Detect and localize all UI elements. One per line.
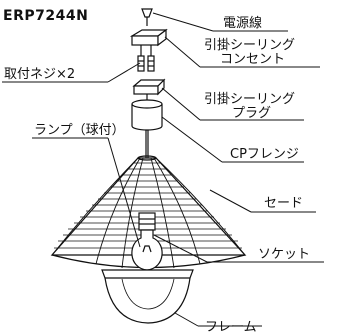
label-socket: ソケット bbox=[258, 247, 310, 262]
cp-flange-drawing bbox=[131, 99, 163, 131]
label-ceiling-outlet-line2: コンセント bbox=[220, 52, 285, 67]
frame-drawing bbox=[101, 269, 194, 324]
ceiling-outlet-drawing bbox=[129, 28, 168, 47]
label-ceiling-plug-line2: プラグ bbox=[232, 106, 271, 121]
model-number: ERP7244N bbox=[3, 8, 88, 24]
label-shade: セード bbox=[264, 196, 303, 211]
label-ceiling-plug-line1: 引掛シーリング bbox=[204, 92, 295, 107]
ceiling-plug-drawing bbox=[132, 78, 166, 100]
label-lamp: ランプ（球付） bbox=[34, 123, 125, 138]
label-power-cord: 電源線 bbox=[223, 15, 262, 31]
power-cord-drawing bbox=[141, 8, 153, 26]
mounting-screws-drawing bbox=[137, 45, 155, 72]
label-cp-flange: CPフレンジ bbox=[230, 147, 299, 162]
label-ceiling-outlet-line1: 引掛シーリング bbox=[204, 38, 295, 53]
label-mounting-screws: 取付ネジ×2 bbox=[4, 67, 75, 82]
socket-drawing bbox=[138, 212, 156, 231]
leader-lines bbox=[2, 12, 324, 327]
label-frame: フレーム bbox=[205, 320, 257, 335]
